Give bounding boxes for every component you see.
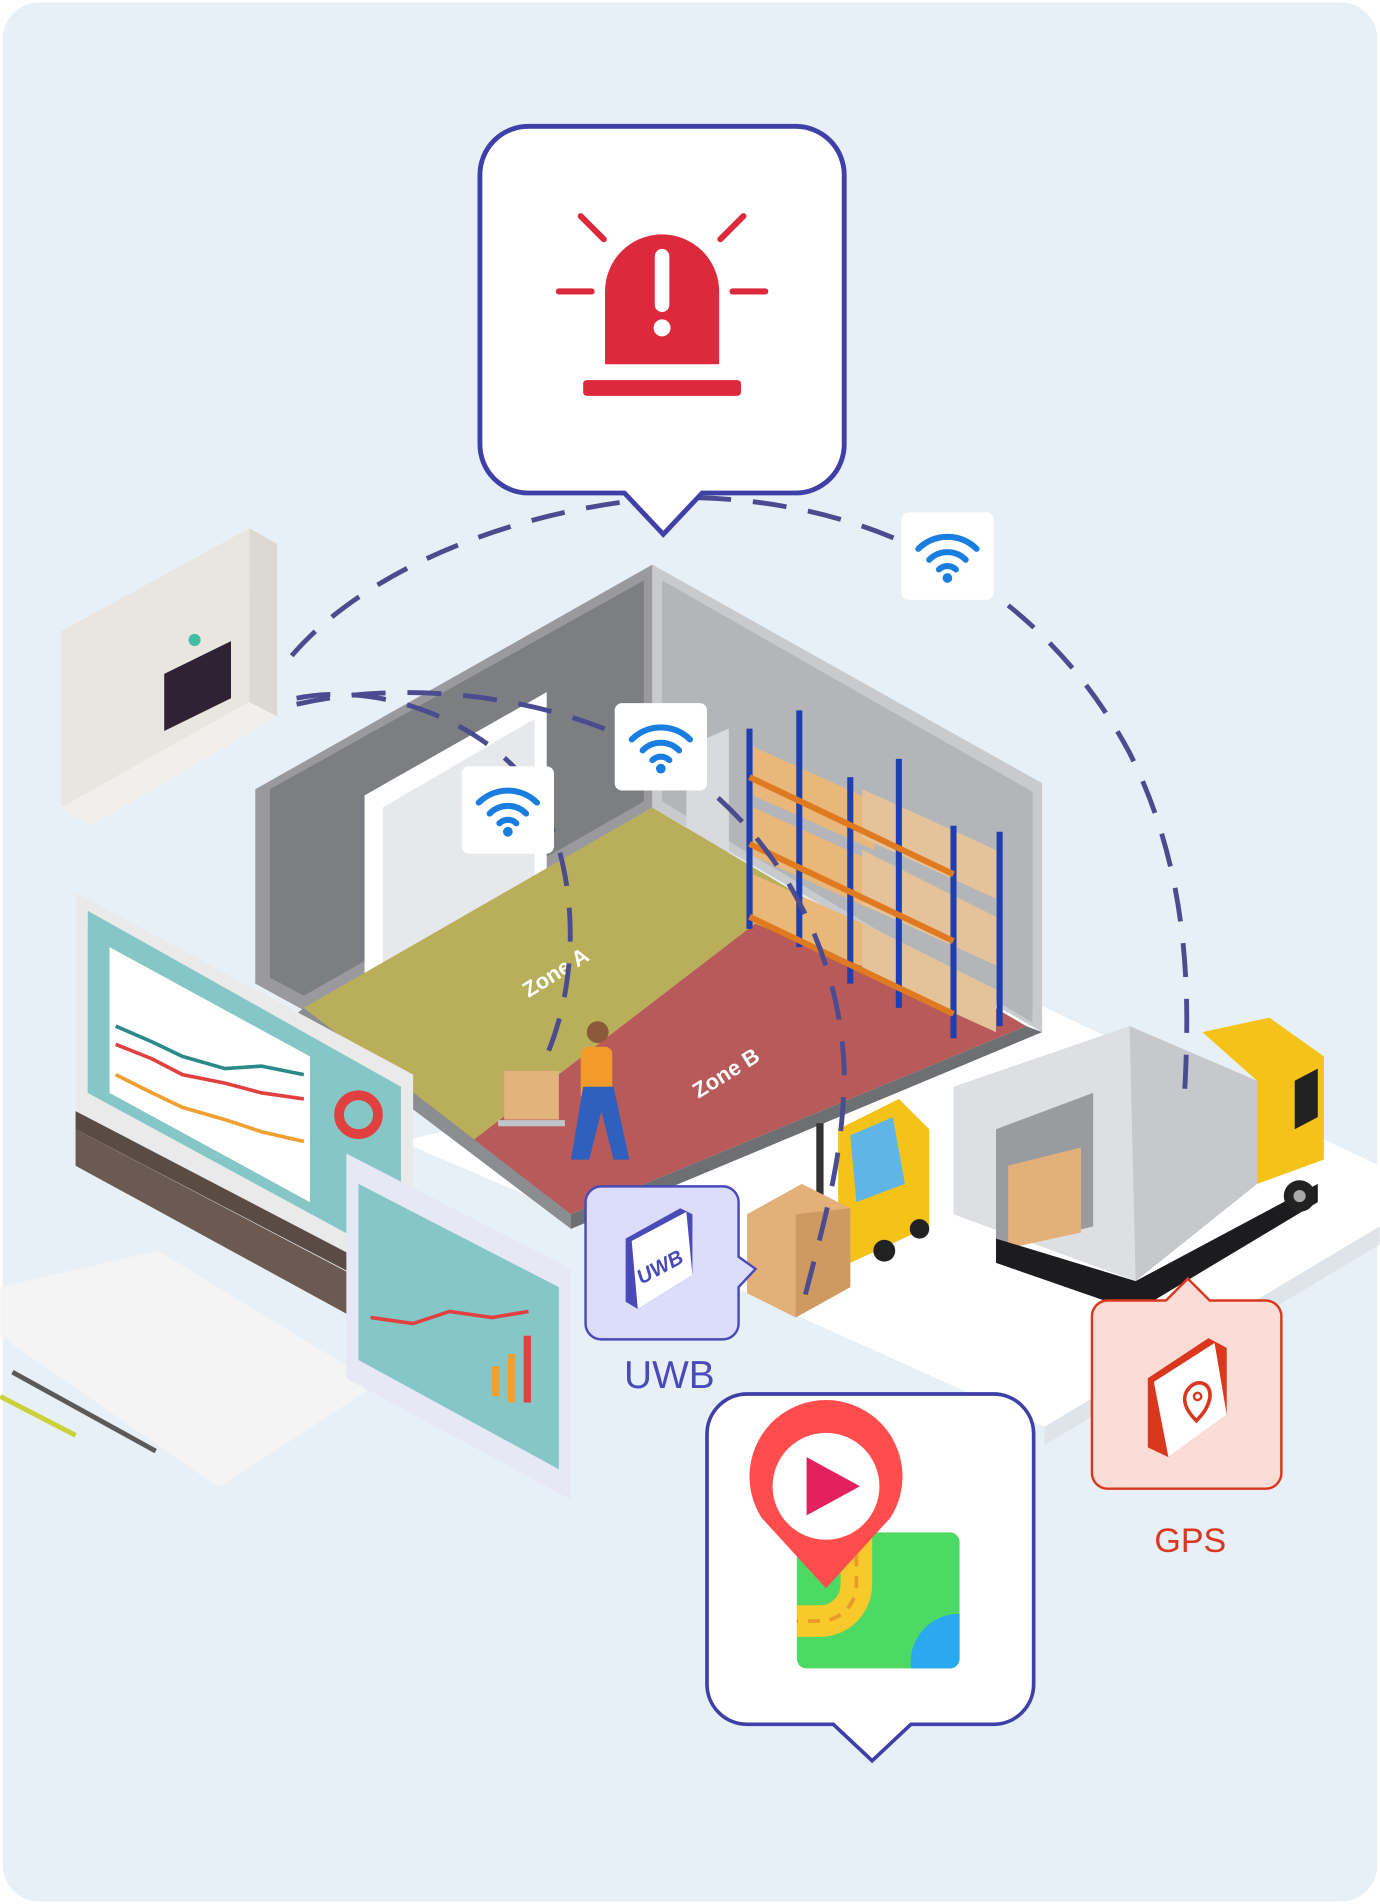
worker-with-cart bbox=[498, 1021, 630, 1160]
wifi-icon bbox=[628, 724, 694, 764]
map-pin-play-icon bbox=[749, 1400, 960, 1669]
uwb-label: UWB bbox=[624, 1354, 715, 1397]
monitoring-desk bbox=[0, 892, 571, 1500]
wall-gateway-device bbox=[61, 528, 278, 826]
zone-a-floor bbox=[303, 807, 796, 1142]
alarm-bubble bbox=[477, 123, 847, 538]
delivery-truck bbox=[953, 1017, 1324, 1312]
wifi-access-point-1 bbox=[901, 512, 994, 600]
wifi-access-point-2 bbox=[614, 703, 707, 791]
alarm-siren-icon bbox=[555, 213, 769, 396]
forklift bbox=[747, 1098, 930, 1318]
gps-label: GPS bbox=[1154, 1522, 1226, 1560]
pallet-racking bbox=[746, 710, 1003, 1039]
wifi-access-point-3 bbox=[461, 766, 554, 854]
uwb-bubble: UWB bbox=[584, 1185, 758, 1341]
wifi-icon bbox=[475, 787, 541, 827]
gps-tag-icon bbox=[1147, 1338, 1227, 1458]
map-tracking-bubble bbox=[705, 1392, 1036, 1764]
uwb-tag-icon: UWB bbox=[625, 1208, 693, 1309]
wifi-icon bbox=[915, 533, 980, 573]
gps-bubble bbox=[1090, 1276, 1283, 1490]
